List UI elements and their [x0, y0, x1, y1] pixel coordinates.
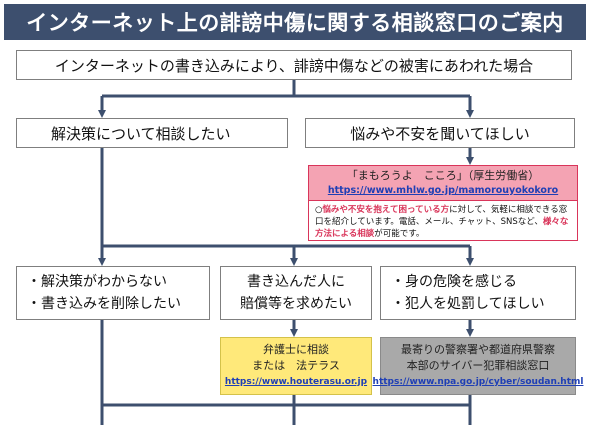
branch-solution-box: 解決策について相談したい	[16, 118, 288, 148]
mamoro-emphasis-1: 悩みや不安を抱えて困っている方	[322, 205, 450, 215]
police-cyber-box: 最寄りの警察署や都道府県警察 本部のサイバー犯罪相談窓口 https://www…	[373, 337, 583, 395]
option-compensation-line-2: 賠償等を求めたい	[240, 296, 352, 312]
lawyer-line-1: 弁護士に相談	[263, 343, 329, 356]
option-compensation-box: 書き込んだ人に 賠償等を求めたい	[220, 266, 372, 320]
intro-box: インターネットの書き込みにより、誹謗中傷などの被害にあわれた場合	[16, 50, 572, 80]
option-compensation-line-1: 書き込んだ人に	[247, 274, 345, 290]
mamoro-emphasis-2: 様々な方法による相談	[315, 217, 569, 239]
npa-link[interactable]: https://www.npa.go.jp/cyber/soudan.html	[372, 377, 584, 387]
bullet-icon: ○	[315, 205, 323, 215]
mamoro-text-2: が可能です。	[374, 229, 425, 239]
mamoro-kokoro-panel: 「まもろうよ こころ」（厚生労働省） https://www.mhlw.go.j…	[308, 165, 578, 241]
lawyer-houterasu-box: 弁護士に相談 または 法テラス https://www.houterasu.or…	[220, 337, 372, 395]
page-title: インターネット上の誹謗中傷に関する相談窓口のご案内	[4, 4, 586, 40]
mamoro-description: ○悩みや不安を抱えて困っている方に対して、気軽に相談できる窓口を紹介しています。…	[309, 201, 577, 240]
option-delete-line-2: ・書き込みを削除したい	[27, 296, 181, 312]
lawyer-line-2: または 法テラス	[252, 359, 340, 372]
branch-worry-box: 悩みや不安を聞いてほしい	[305, 118, 575, 148]
houterasu-link[interactable]: https://www.houterasu.or.jp	[224, 377, 368, 387]
option-delete-line-1: ・解決策がわからない	[27, 274, 167, 290]
mamoro-text-1: に対して、気軽に相談できる窓口を紹介しています。電話、メール、チャット、SNSな…	[315, 205, 568, 227]
mamoro-link[interactable]: https://www.mhlw.go.jp/mamorouyokokoro	[327, 185, 559, 196]
police-line-2: 本部のサイバー犯罪相談窓口	[406, 359, 550, 372]
option-danger-line-1: ・身の危険を感じる	[391, 274, 517, 290]
option-danger-line-2: ・犯人を処罰してほしい	[391, 296, 545, 312]
mamoro-header: 「まもろうよ こころ」（厚生労働省） https://www.mhlw.go.j…	[309, 166, 577, 201]
mamoro-heading: 「まもろうよ こころ」（厚生労働省）	[346, 169, 540, 182]
option-delete-box: ・解決策がわからない ・書き込みを削除したい	[16, 266, 210, 320]
police-line-1: 最寄りの警察署や都道府県警察	[401, 343, 555, 356]
option-danger-box: ・身の危険を感じる ・犯人を処罰してほしい	[380, 266, 576, 320]
